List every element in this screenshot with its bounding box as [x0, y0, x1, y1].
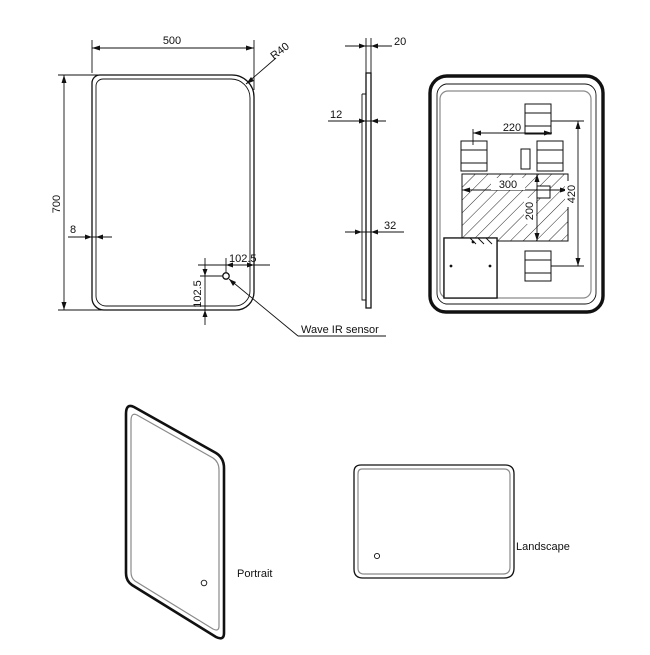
sensor-x-arrow-right — [247, 262, 254, 268]
sensor-x-arrow — [226, 262, 233, 268]
side-bottom-arrow-right — [371, 229, 378, 235]
landscape-label: Landscape — [516, 541, 570, 553]
back-small-connector — [520, 148, 531, 170]
back-200-arrow-bottom — [534, 233, 540, 241]
portrait-sensor-icon — [200, 579, 208, 587]
sensor-y-arrow-top — [202, 269, 208, 276]
radius-arrow — [246, 77, 254, 84]
back-panel-box — [536, 185, 551, 199]
portrait-mirror-inner — [130, 413, 220, 631]
front-mirror-inner — [95, 78, 251, 307]
back-200-label: 200 — [524, 202, 536, 220]
back-frame-outer — [428, 74, 605, 314]
back-power-screw-top — [471, 240, 475, 244]
back-300-label: 300 — [499, 179, 517, 191]
side-top-arrow-right — [371, 43, 378, 49]
side-view: 20 12 32 — [328, 36, 406, 309]
front-view: 500 R40 700 8 102.5 102.5 — [51, 35, 386, 337]
height-arrow-top — [61, 75, 67, 83]
side-bottom-label: 32 — [384, 220, 396, 232]
back-200-label-bg — [524, 198, 536, 224]
back-420-arrow-top — [575, 121, 581, 129]
portrait-perspective: Portrait — [124, 404, 272, 640]
back-420-label: 420 — [566, 185, 578, 203]
back-220-arrow-left — [473, 130, 481, 136]
back-frame-inner-grey — [439, 90, 592, 299]
height-label: 700 — [51, 195, 63, 213]
back-300-arrow-right — [560, 187, 568, 193]
back-bracket-top-right — [524, 103, 552, 135]
portrait-label: Portrait — [237, 568, 272, 580]
frame-arrow-right — [96, 234, 103, 240]
width-label: 500 — [163, 35, 181, 47]
back-220-arrow-right — [544, 130, 552, 136]
back-power-screw-right — [488, 264, 492, 268]
sensor-callout-leader — [228, 278, 299, 337]
back-200-arrow-top — [534, 174, 540, 182]
sensor-callout-arrow — [229, 279, 236, 286]
back-300-arrow-left — [462, 187, 470, 193]
back-bracket-bottom-right — [524, 250, 552, 282]
back-power-unit-border — [443, 237, 498, 299]
width-arrow-right — [246, 45, 254, 51]
landscape-mirror-outer — [353, 464, 515, 579]
back-bracket-mid-right — [536, 140, 564, 172]
side-mid-arrow-left — [359, 118, 366, 124]
landscape-perspective: Landscape — [353, 464, 570, 579]
side-top-arrow-left — [359, 43, 366, 49]
landscape-mirror-inner — [357, 468, 511, 575]
back-420-arrow-bottom — [575, 258, 581, 266]
side-profile — [365, 72, 372, 309]
front-mirror-outer — [91, 74, 255, 311]
back-frame-inner — [436, 83, 597, 305]
back-power-unit-fill — [444, 238, 497, 298]
back-420-label-bg — [565, 181, 577, 207]
side-mid-label: 12 — [330, 109, 342, 121]
frame-label: 8 — [70, 224, 76, 236]
sensor-y-arrow-bottom — [202, 310, 208, 317]
ir-sensor-icon — [222, 272, 230, 280]
radius-label: R40 — [268, 40, 291, 62]
back-300-label-bg — [491, 178, 525, 190]
back-220-label: 220 — [503, 122, 521, 134]
landscape-sensor-icon — [373, 552, 381, 560]
height-arrow-bottom — [61, 302, 67, 310]
back-bracket-mid-left — [460, 140, 488, 172]
back-view: 220 300 200 420 — [428, 74, 605, 314]
sensor-callout-label: Wave IR sensor — [301, 324, 379, 336]
side-top-label: 20 — [394, 36, 406, 48]
back-power-screw-left — [449, 264, 453, 268]
portrait-mirror-outer — [124, 404, 226, 640]
frame-arrow-left — [85, 234, 92, 240]
width-arrow-left — [92, 45, 100, 51]
side-bottom-arrow-left — [355, 229, 362, 235]
side-mid-arrow-right — [371, 118, 378, 124]
side-profile-back — [361, 93, 366, 301]
sensor-x-label: 102.5 — [229, 253, 257, 265]
sensor-y-label: 102.5 — [192, 280, 204, 308]
